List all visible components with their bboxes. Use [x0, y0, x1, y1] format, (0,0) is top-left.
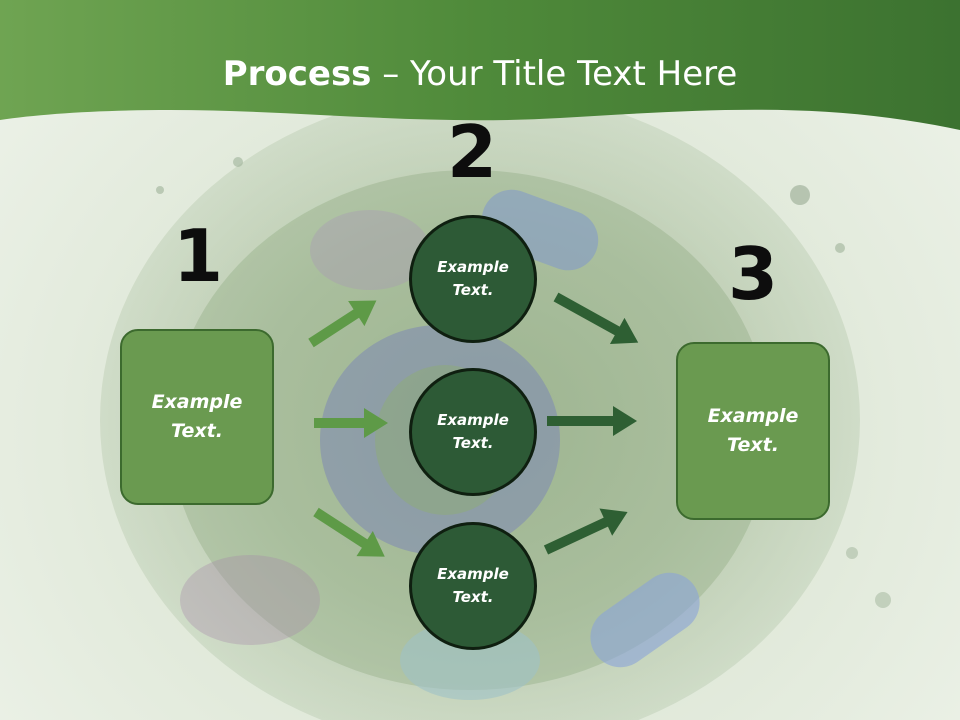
step-number-2: 2 — [446, 110, 498, 194]
arrow-left-to-middle — [314, 408, 388, 438]
slide-title: Process – Your Title Text Here — [0, 52, 960, 96]
circle-top-line1: Example — [437, 258, 509, 276]
circle-bottom-line1: Example — [437, 565, 509, 583]
right-box-line1: Example — [707, 405, 799, 427]
title-bold: Process — [222, 54, 372, 94]
title-rest: – Your Title Text Here — [371, 54, 738, 94]
left-box-line1: Example — [151, 391, 243, 413]
step-number-1: 1 — [172, 214, 224, 298]
circle-middle-line1: Example — [437, 411, 509, 429]
left-box-line2: Text. — [171, 420, 223, 442]
arrow-left-to-top — [308, 300, 377, 348]
arrow-middle-to-right — [547, 406, 637, 436]
circle-top-line2: Text. — [452, 281, 494, 299]
arrow-bottom-to-right — [543, 508, 628, 555]
circle-bottom-line2: Text. — [452, 588, 494, 606]
step-number-3: 3 — [727, 232, 779, 316]
right-box-line2: Text. — [727, 434, 779, 456]
arrow-left-to-bottom — [313, 507, 385, 557]
arrow-top-to-right — [553, 292, 639, 345]
circle-middle-line2: Text. — [452, 434, 494, 452]
